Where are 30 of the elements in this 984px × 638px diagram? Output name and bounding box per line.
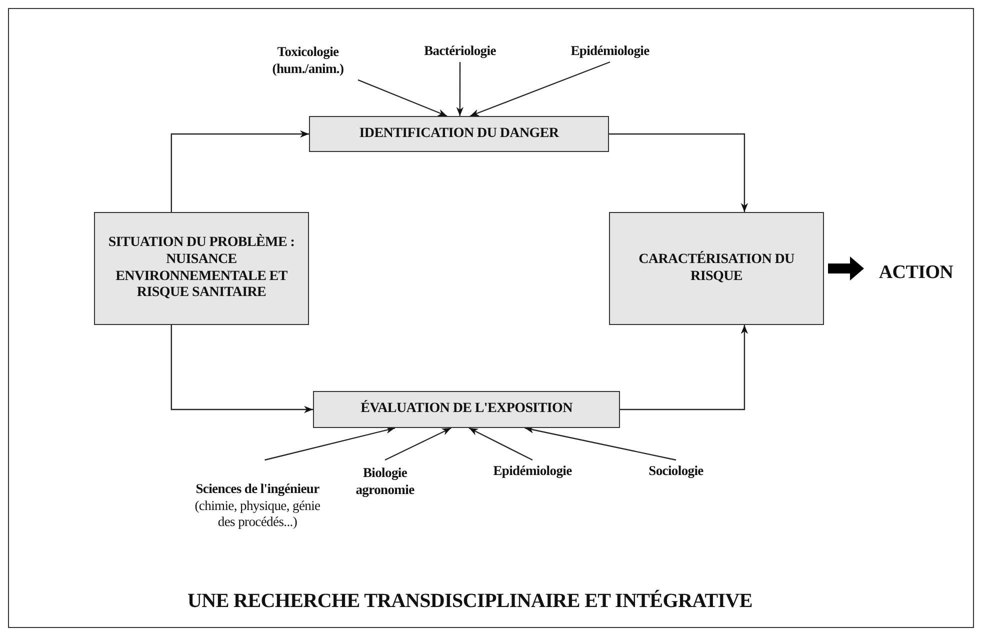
- block-arrow: [828, 256, 864, 280]
- box-label: CARACTÉRISATION DU RISQUE: [638, 252, 796, 286]
- discipline-label: Sociologie: [648, 462, 704, 480]
- discipline-label: Sciences de l'ingénieur: [196, 480, 320, 498]
- arrow: [456, 62, 464, 116]
- arrow: [620, 325, 748, 410]
- discipline-label: Epidémiologie: [493, 462, 572, 480]
- arrow: [470, 61, 610, 117]
- diagram-caption: UNE RECHERCHE TRANSDISCIPLINAIRE ET INTÉGRATIVE: [186, 590, 754, 613]
- discipline-label: Epidémiologie: [570, 42, 650, 60]
- process-box: [313, 391, 620, 428]
- arrow: [609, 133, 748, 212]
- box-label: IDENTIFICATION DU DANGER: [358, 126, 560, 142]
- process-box: [609, 212, 824, 325]
- arrow: [358, 79, 448, 117]
- discipline-label: Toxicologie (hum./anim.): [271, 44, 345, 78]
- arrow: [170, 130, 309, 212]
- discipline-note: (chimie, physique, génie des procédés...): [194, 498, 322, 532]
- arrow: [264, 426, 396, 461]
- box-label: ÉVALUATION DE L'EXPOSITION: [360, 401, 574, 418]
- arrow: [384, 427, 452, 461]
- arrow: [170, 325, 313, 414]
- process-box: [94, 212, 309, 325]
- discipline-label: Biologie agronomie: [354, 465, 416, 499]
- outcome-label: ACTION: [878, 261, 954, 285]
- process-box: [309, 116, 609, 152]
- arrow: [524, 426, 676, 461]
- discipline-label: Bactériologie: [424, 42, 496, 60]
- box-label: SITUATION DU PROBLÈME : NUISANCE ENVIRONNEMENTALE ET RISQUE SANITAIRE: [107, 234, 296, 302]
- arrow: [468, 427, 533, 461]
